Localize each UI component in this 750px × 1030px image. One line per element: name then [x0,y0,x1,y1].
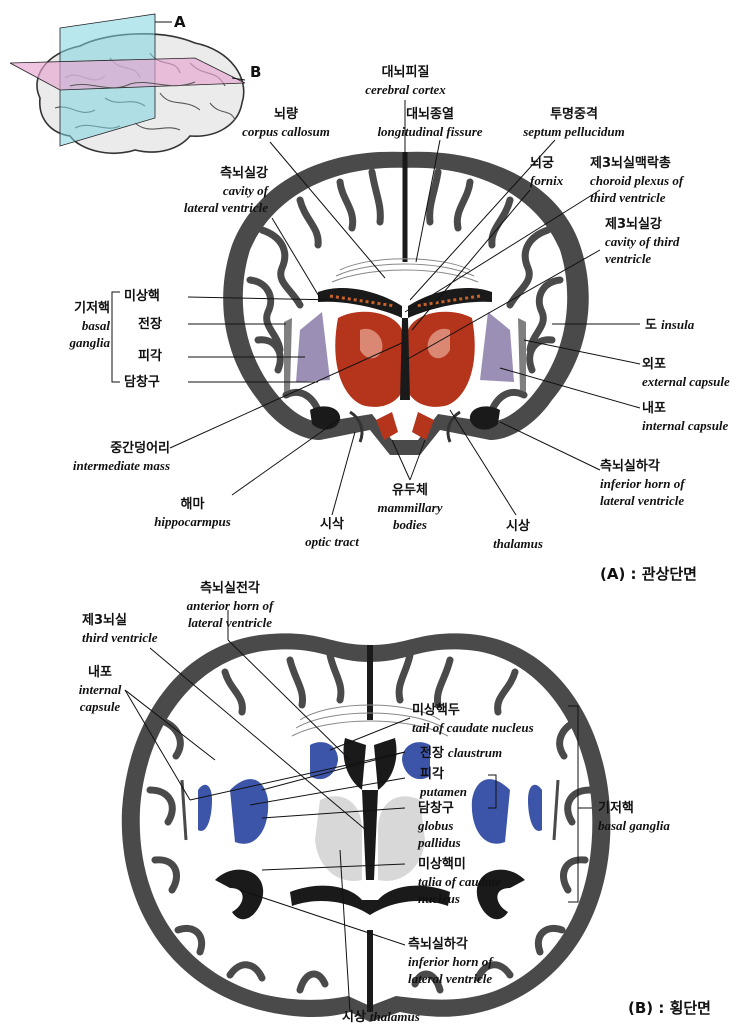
plane-b-marker: B [250,63,262,81]
label-third-ventricle: 제3뇌실 third ventricle [82,613,158,645]
label-claustrum-b: 전장 claustrum [420,745,503,761]
label-caudate-tail: 미상핵미 talia of caudate nucleus [418,857,502,906]
label-fornix: 뇌궁 fornix [530,156,564,188]
label-anterior-horn: 측뇌실전각 anterior horn of lateral ventricle [186,581,274,630]
label-basal-ganglia-b: 기저핵 basal ganglia [598,801,670,833]
label-internal-capsule-b: 내포 internal capsule [78,665,122,714]
label-thalamus-b: 시상 thalamus [342,1009,420,1025]
coronal-section-drawing [111,100,641,516]
label-longitudinal-fissure: 대뇌종열 longitudinal fissure [377,107,483,139]
caption-panel-b: (B) : 횡단면 [628,999,711,1017]
label-corpus-callosum: 뇌량 corpus callosum [242,107,330,139]
label-putamen-a: 피각 [138,349,162,364]
label-cerebral-cortex: 대뇌피질 cerebral cortex [365,65,446,97]
label-external-capsule: 외포 external capsule [642,357,730,389]
label-caudate-nucleus: 미상핵 [124,289,160,304]
label-hippocampus: 해마 hippocarmpus [154,497,231,529]
transverse-section-drawing [121,610,611,1022]
label-inferior-horn-a: 측뇌실하각 inferior horn of lateral ventricle [600,459,685,508]
label-intermediate-mass: 중간덩어리 intermediate mass [72,441,170,473]
label-globus-pallidus-a: 담창구 [124,375,160,390]
label-inferior-horn-b: 측뇌실하각 inferior horn of lateral ventricle [408,937,493,986]
brain-inset-illustration [10,13,246,154]
label-cavity-lateral-ventricle: 측뇌실강 cavity of lateral ventricle [183,166,268,215]
label-internal-capsule-a: 내포 internal capsule [642,401,729,433]
label-putamen-b: 피각 putamen [420,767,467,799]
label-septum-pellucidum: 투명중격 septum pellucidum [523,107,625,139]
label-basal-ganglia-a: 기저핵 basal ganglia [69,301,110,350]
label-globus-pallidus-b: 담창구 globus pallidus [418,801,461,850]
label-mammillary-bodies: 유두체 mammillary bodies [377,483,443,532]
caption-panel-a: (A) : 관상단면 [600,565,697,583]
label-choroid-plexus: 제3뇌실맥락총 choroid plexus of third ventricl… [590,156,684,205]
label-caudate-head: 미상핵두 tail of caudate nucleus [412,703,534,735]
plane-a-marker: A [174,13,186,31]
label-thalamus-a: 시상 thalamus [493,519,543,551]
label-optic-tract: 시삭 optic tract [305,517,359,549]
label-insula: 도 insula [645,317,695,333]
label-claustrum-a: 전장 [138,317,162,332]
label-cavity-third-ventricle: 제3뇌실강 cavity of third ventricle [605,217,680,266]
